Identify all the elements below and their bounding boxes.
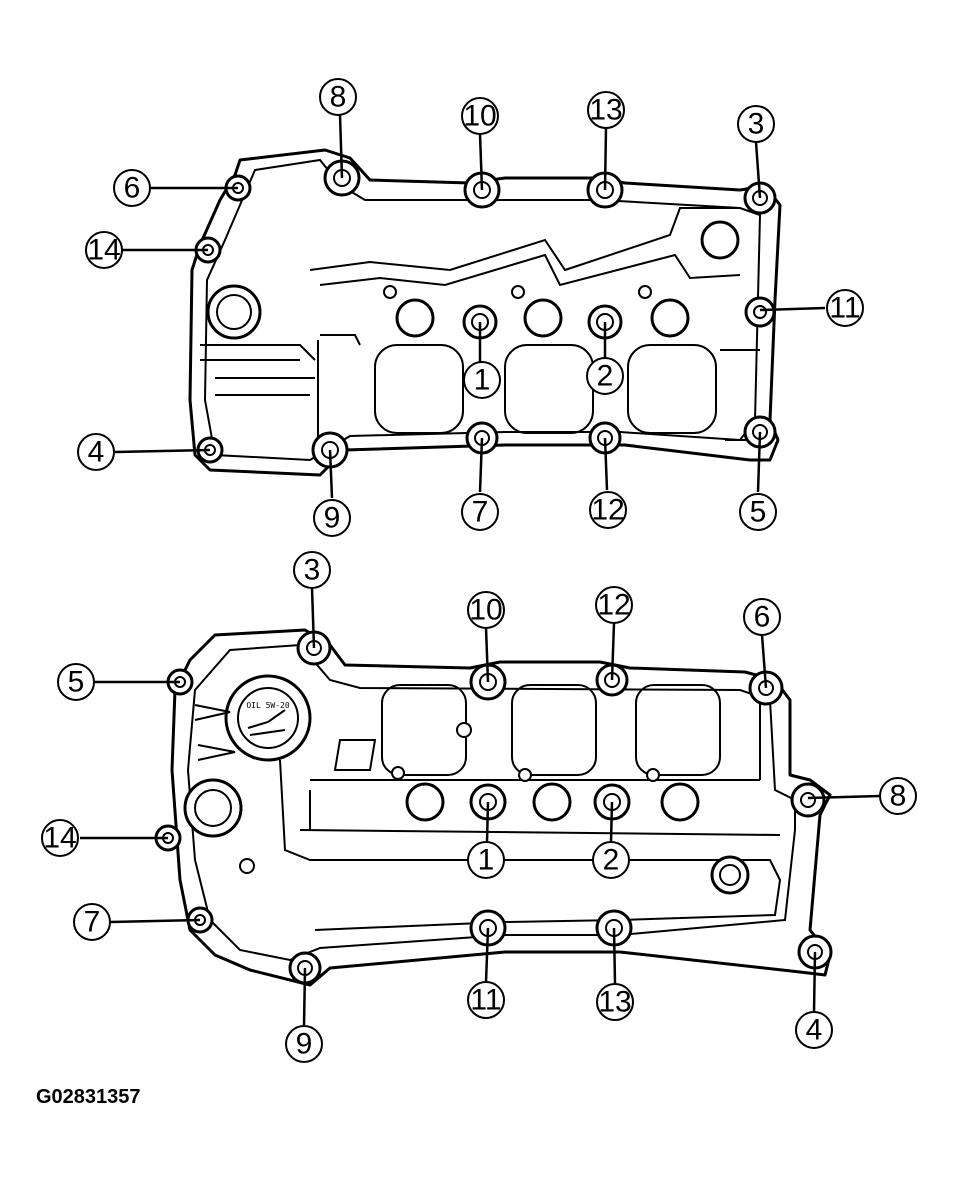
svg-text:6: 6	[124, 172, 141, 205]
top-callout-5: 5	[739, 493, 777, 531]
figure-code: G02831357	[36, 1086, 141, 1108]
bottom-callout-1: 1	[467, 841, 505, 879]
top-tube-ring-c	[650, 298, 690, 338]
top-windows-frame	[317, 334, 760, 441]
bottom-cover-outline	[170, 628, 832, 987]
bottom-locator-b	[518, 768, 532, 782]
svg-text:14: 14	[87, 234, 120, 267]
bottom-tube-ring-c	[660, 782, 700, 822]
svg-text:1: 1	[478, 844, 495, 877]
svg-text:8: 8	[890, 780, 907, 813]
svg-text:11: 11	[470, 984, 501, 1017]
svg-text:10: 10	[469, 594, 502, 627]
top-callout-11: 11	[826, 289, 864, 327]
top-callout-4: 4	[77, 433, 115, 471]
top-callout-3: 3	[737, 105, 775, 143]
bottom-callout-10: 10	[467, 591, 505, 629]
bottom-callout-6: 6	[743, 598, 781, 636]
svg-text:1: 1	[474, 364, 491, 397]
bottom-callout-3: 3	[293, 551, 331, 589]
bottom-cover-inner-outline	[186, 643, 796, 962]
bottom-callout-2: 2	[592, 841, 630, 879]
bottom-large-port-inner	[194, 789, 232, 827]
svg-text:2: 2	[597, 360, 614, 393]
top-callout-7: 7	[461, 493, 499, 531]
svg-text:7: 7	[472, 496, 489, 529]
oil-filler-cap: OIL 5W-20	[224, 674, 312, 762]
bottom-window-2	[511, 684, 597, 776]
svg-text:12: 12	[597, 589, 630, 622]
bottom-window-1	[381, 684, 467, 776]
bottom-callout-8: 8	[879, 777, 917, 815]
svg-text:9: 9	[296, 1028, 313, 1061]
oil-cap-label: OIL 5W-20	[246, 701, 290, 710]
top-tube-ring-b	[523, 298, 563, 338]
svg-text:5: 5	[750, 496, 767, 529]
top-callout-9: 9	[313, 499, 351, 537]
top-callout-2: 2	[586, 357, 624, 395]
bottom-cover-inner-channel	[279, 759, 782, 931]
svg-text:13: 13	[598, 986, 631, 1019]
svg-text:7: 7	[84, 906, 101, 939]
bottom-callout-13: 13	[596, 983, 634, 1021]
svg-text:8: 8	[330, 81, 347, 114]
bottom-callout-12: 12	[595, 586, 633, 624]
top-locator-b	[511, 285, 525, 299]
svg-text:11: 11	[829, 292, 860, 325]
svg-text:3: 3	[304, 554, 321, 587]
bottom-callout-4: 4	[795, 1011, 833, 1049]
bottom-valve-cover: OIL 5W-20	[41, 551, 917, 1063]
top-callout-12: 12	[589, 491, 627, 529]
svg-text:10: 10	[463, 100, 496, 133]
top-large-port-inner	[216, 294, 252, 330]
svg-text:2: 2	[603, 844, 620, 877]
bottom-callout-9: 9	[285, 1025, 323, 1063]
svg-text:13: 13	[589, 94, 622, 127]
bottom-locator-d	[456, 722, 472, 738]
svg-text:6: 6	[754, 601, 771, 634]
top-callout-14: 14	[85, 231, 123, 269]
top-cover-baffle	[309, 207, 741, 287]
svg-text:4: 4	[88, 436, 105, 469]
svg-text:9: 9	[324, 502, 341, 535]
top-valve-cover: 8 10 13 3 6 14 11 1 2 4 9 7 12 5	[77, 78, 864, 537]
top-window-2	[504, 344, 594, 434]
top-callout-13: 13	[587, 91, 625, 129]
top-locator-c	[638, 285, 652, 299]
top-leader-lines	[114, 114, 826, 499]
top-callout-8: 8	[319, 78, 357, 116]
svg-text:4: 4	[806, 1014, 823, 1047]
svg-text:14: 14	[43, 822, 76, 855]
bottom-tube-ring-b	[532, 782, 572, 822]
bottom-locator-e	[239, 858, 255, 874]
bottom-window-3	[635, 684, 721, 776]
bottom-leader-lines	[80, 587, 881, 1027]
bottom-callout-5: 5	[57, 663, 95, 701]
bottom-cover-ribs	[194, 704, 236, 761]
top-pcv-port	[700, 220, 740, 260]
top-callout-10: 10	[461, 97, 499, 135]
top-locator-a	[383, 285, 397, 299]
bottom-locator-a	[391, 766, 405, 780]
svg-text:5: 5	[68, 666, 85, 699]
svg-text:3: 3	[748, 108, 765, 141]
bottom-callout-7: 7	[73, 903, 111, 941]
top-callout-6: 6	[113, 169, 151, 207]
top-window-1	[374, 344, 464, 434]
top-callout-1: 1	[463, 361, 501, 399]
bottom-pcv-port-inner	[719, 864, 741, 886]
bottom-windows-frame	[309, 700, 761, 830]
top-window-3	[627, 344, 717, 434]
bottom-callout-11: 11	[467, 981, 505, 1019]
bottom-tube-ring-a	[405, 782, 445, 822]
bottom-locator-c	[646, 768, 660, 782]
top-cover-ribs	[200, 344, 316, 396]
top-tube-ring-a	[395, 298, 435, 338]
bottom-callout-14: 14	[41, 819, 79, 857]
svg-text:12: 12	[591, 494, 624, 527]
